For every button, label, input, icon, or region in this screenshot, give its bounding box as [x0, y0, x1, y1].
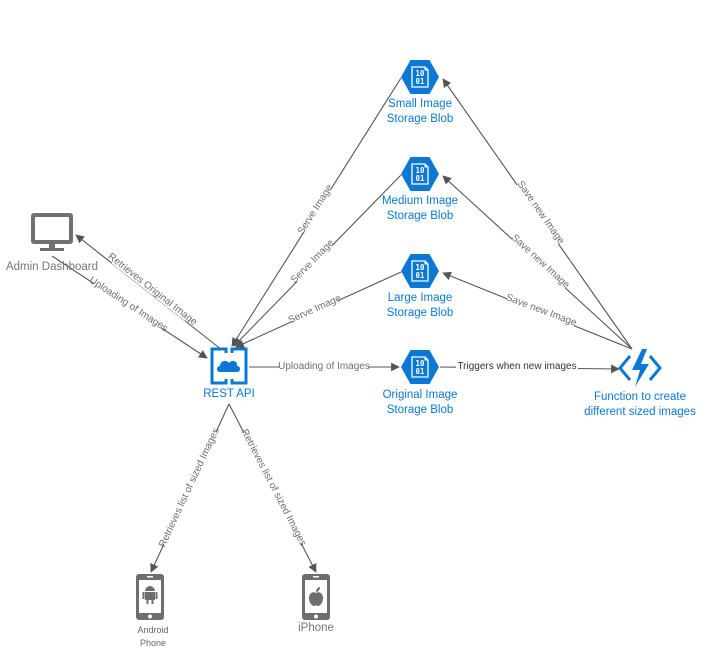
- node-label: Admin Dashboard: [6, 261, 98, 273]
- storage-blob-icon: 10 01: [401, 254, 439, 288]
- android-phone-icon: [136, 574, 164, 620]
- node-admin-dashboard[interactable]: Admin Dashboard: [6, 213, 98, 273]
- node-large-blob[interactable]: 10 01 Large Image Storage Blob: [387, 254, 454, 319]
- blob-glyph-bottom: 01: [415, 174, 425, 183]
- node-medium-blob[interactable]: 10 01 Medium Image Storage Blob: [382, 157, 458, 222]
- node-rest-api[interactable]: REST API: [203, 347, 255, 400]
- blob-glyph-bottom: 01: [415, 77, 425, 86]
- edge-label-api-to-android: Retrieves list of sized Images: [157, 426, 222, 549]
- node-small-blob[interactable]: 10 01 Small Image Storage Blob: [387, 60, 454, 125]
- edges: [51, 77, 633, 573]
- node-original-blob[interactable]: 10 01 Original Image Storage Blob: [383, 350, 458, 416]
- blob-glyph-top: 10: [415, 263, 425, 272]
- monitor-icon: [31, 213, 73, 251]
- edge-label-large-to-api: Serve Image: [287, 293, 344, 327]
- edge-label-admin-to-api: Uploading of Images: [87, 275, 170, 335]
- node-label-line2: Storage Blob: [387, 210, 454, 222]
- edge-label-small-to-api: Serve Image: [296, 182, 336, 236]
- edge-label-original-to-function: Triggers when new images: [457, 361, 576, 372]
- node-android-phone[interactable]: Android Phone: [136, 574, 169, 648]
- node-label-line1: Small Image: [388, 98, 452, 110]
- node-label-line2: different sized images: [584, 406, 696, 418]
- blob-glyph-top: 10: [415, 359, 425, 368]
- iphone-icon: [302, 574, 330, 620]
- blob-glyph-bottom: 01: [415, 271, 425, 280]
- node-label-line1: Medium Image: [382, 195, 458, 207]
- azure-function-icon: [618, 349, 662, 387]
- blob-glyph-bottom: 01: [415, 367, 425, 376]
- blob-glyph-top: 10: [415, 69, 425, 78]
- node-label-line2: Storage Blob: [387, 404, 454, 416]
- node-label-line1: Function to create: [594, 391, 686, 403]
- node-label-line1: Original Image: [383, 389, 458, 401]
- node-label-line1: Large Image: [388, 292, 453, 304]
- edge-label-api-to-iphone: Retrieves list of sized Images: [239, 428, 309, 549]
- storage-blob-icon: 10 01: [401, 157, 439, 191]
- edge-label-api-to-original: Uploading of Images: [278, 361, 370, 372]
- node-label: REST API: [203, 388, 255, 400]
- node-label-line2: Phone: [140, 638, 166, 648]
- node-label: iPhone: [298, 622, 334, 634]
- node-label-line2: Storage Blob: [387, 113, 454, 125]
- blob-glyph-top: 10: [415, 166, 425, 175]
- node-label-line1: Android: [137, 625, 168, 635]
- storage-blob-icon: 10 01: [401, 350, 439, 384]
- node-iphone[interactable]: iPhone: [298, 574, 334, 634]
- edge-label-function-to-large: Save new Image: [504, 292, 578, 329]
- api-cloud-icon: [210, 347, 248, 385]
- storage-blob-icon: 10 01: [401, 60, 439, 94]
- node-function[interactable]: Function to create different sized image…: [584, 349, 696, 418]
- node-label-line2: Storage Blob: [387, 307, 454, 319]
